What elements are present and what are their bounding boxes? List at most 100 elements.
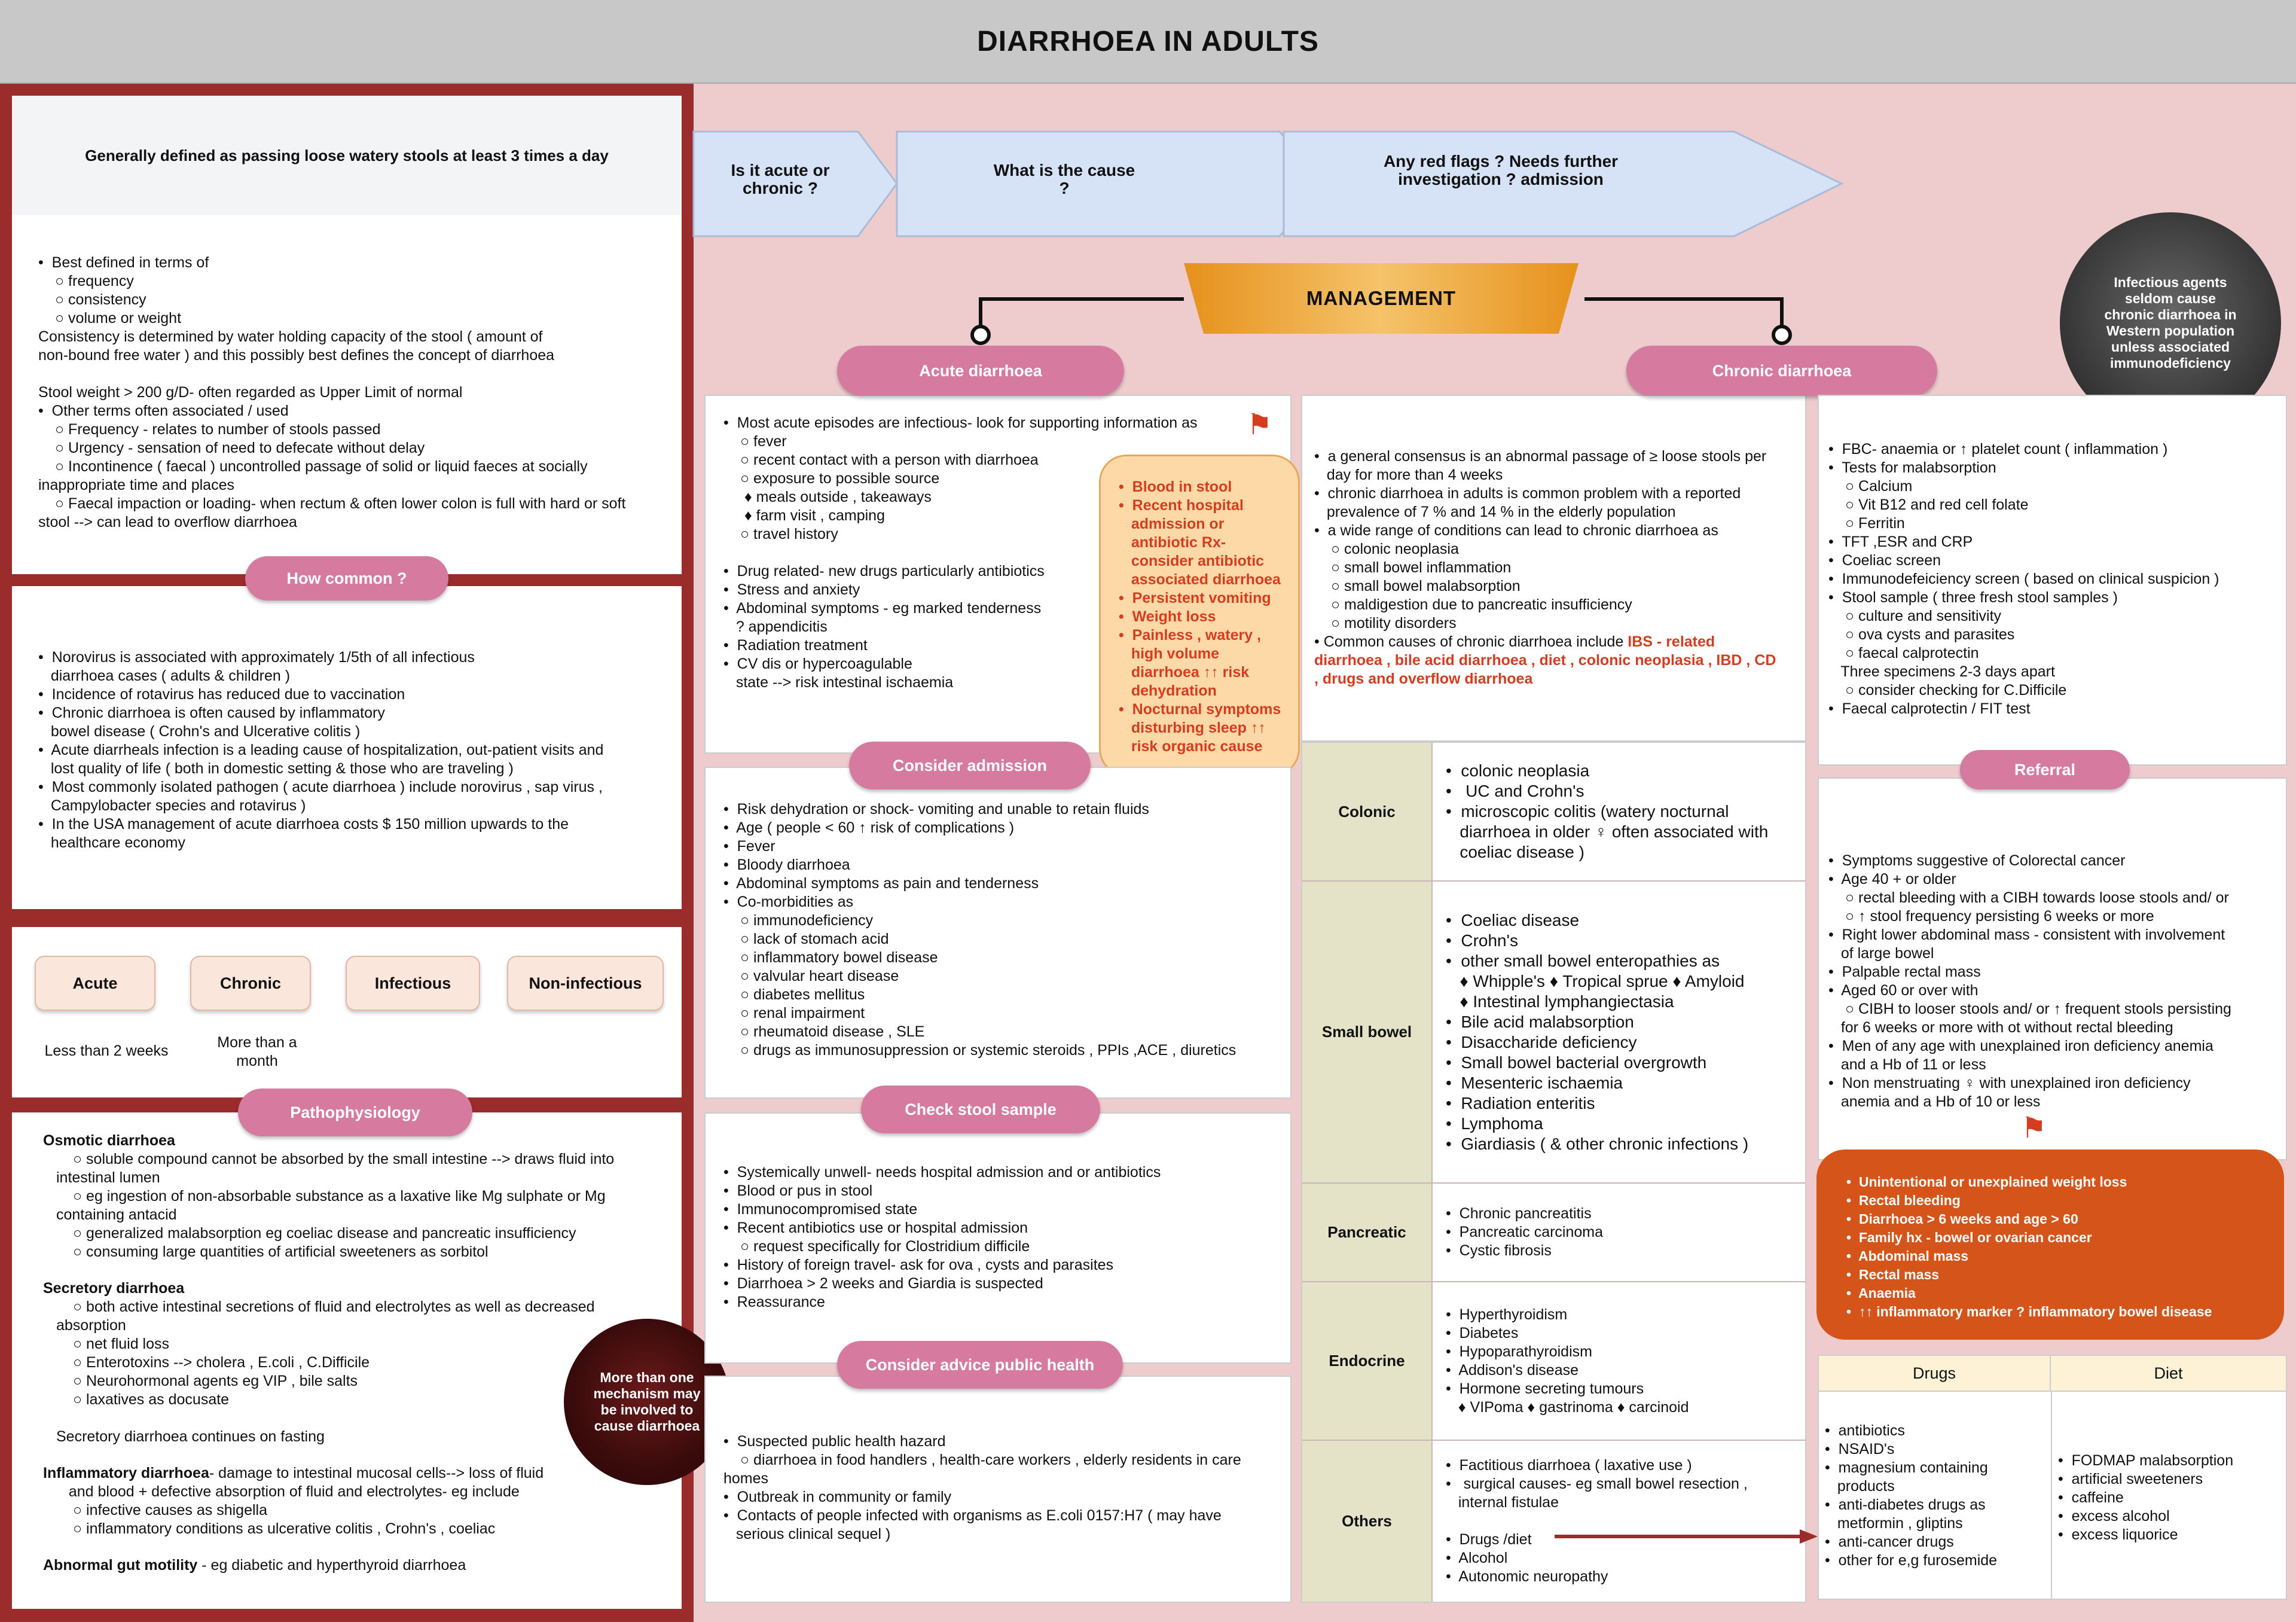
- acute-line: • CV dis or hypercoagulable: [723, 655, 912, 672]
- chronic-box: [1301, 395, 1806, 742]
- motility-heading: Abnormal gut motility - eg diabetic and …: [43, 1556, 670, 1575]
- cause-item: • Factitious diarrhoea ( laxative use ): [1446, 1457, 1692, 1474]
- how-common-card: • Norovirus is associated with approxima…: [12, 586, 682, 909]
- pathophysiology-card: Osmotic diarrhoea ○ soluble compound can…: [12, 1112, 682, 1609]
- acute-redflags-text: • Blood in stool• Recent hospital admiss…: [1119, 478, 1292, 756]
- chronic-duration-note: More than a month: [217, 1034, 297, 1069]
- referral-line: ○ ↑ stool frequency persisting 6 weeks o…: [1845, 908, 2154, 925]
- tests-line: • Coeliac screen: [1828, 552, 1941, 569]
- acute-flag-line: • Blood in stool: [1119, 478, 1232, 495]
- public-health-line: homes: [723, 1470, 769, 1487]
- acute-flag-line: high volume: [1119, 645, 1220, 662]
- tests-line: • Immunodefeiciency screen ( based on cl…: [1828, 571, 2219, 587]
- cause-list: • Factitious diarrhoea ( laxative use ) •…: [1446, 1441, 1802, 1602]
- admission-line: ○ valvular heart disease: [740, 968, 899, 984]
- chronic-line: prevalence of 7 % and 14 % in the elderl…: [1314, 504, 1676, 520]
- inflammatory-heading: Inflammatory diarrhoea- damage to intest…: [43, 1464, 670, 1483]
- cause-item: • Alcohol: [1446, 1550, 1508, 1566]
- referral-flag-line: • Unintentional or unexplained weight lo…: [1846, 1174, 2127, 1190]
- acute-line: • Radiation treatment: [723, 637, 868, 654]
- acute-flag-line: disturbing sleep ↑↑: [1119, 719, 1266, 736]
- tests-line: ○ consider checking for C.Difficile: [1845, 682, 2067, 699]
- tests-line: ○ Ferritin: [1845, 515, 1905, 532]
- motility-rest: - eg diabetic and hyperthyroid diarrhoea: [197, 1557, 466, 1574]
- tests-line: ○ culture and sensitivity: [1845, 608, 2002, 624]
- admission-line: ○ inflammatory bowel disease: [740, 949, 938, 966]
- cause-item: • other small bowel enteropathies as: [1446, 951, 1720, 970]
- drug-item: • anti-cancer drugs: [1825, 1533, 1954, 1550]
- cause-list: • Chronic pancreatitis• Pancreatic carci…: [1446, 1184, 1802, 1281]
- cause-item: • Lymphoma: [1446, 1114, 1543, 1133]
- referral-line: ○ rectal bleeding with a CIBH towards lo…: [1845, 889, 2229, 906]
- acute-line: • Drug related- new drugs particularly a…: [723, 563, 1045, 580]
- acute-line: ○ fever: [740, 433, 787, 450]
- tests-line: ○ Vit B12 and red cell folate: [1845, 496, 2029, 513]
- page-title: DIARRHOEA IN ADULTS: [0, 0, 2296, 84]
- acute-flag-line: admission or: [1119, 516, 1225, 532]
- admission-line: • Fever: [723, 838, 775, 855]
- how-common-line: bowel disease ( Crohn's and Ulcerative c…: [38, 723, 361, 740]
- drug-item: products: [1825, 1478, 1895, 1495]
- definition-line: Consistency is determined by water holdi…: [38, 328, 543, 345]
- public-health-line: ○ diarrhoea in food handlers , health-ca…: [740, 1452, 1241, 1468]
- inflammatory-rest: - damage to intestinal mucosal cells--> …: [209, 1465, 544, 1481]
- diet-list: • FODMAP malabsorption• artificial sweet…: [2058, 1452, 2285, 1544]
- definition-line: ○ Urgency - sensation of need to defecat…: [55, 440, 425, 456]
- cause-item: • Radiation enteritis: [1446, 1093, 1595, 1112]
- secretory-line: ○ both active intestinal secretions of f…: [73, 1298, 595, 1315]
- public-health-box: [704, 1376, 1292, 1603]
- cause-list: • Coeliac disease• Crohn's• other small …: [1446, 882, 1802, 1182]
- acute-line: ♦ meals outside , takeaways: [740, 489, 932, 505]
- admission-line: • Abdominal symptoms as pain and tendern…: [723, 875, 1039, 892]
- public-health-line: • Contacts of people infected with organ…: [723, 1507, 1222, 1524]
- drugs-arrow: [1555, 1529, 1818, 1544]
- acute-duration-note: Less than 2 weeks: [44, 1042, 169, 1059]
- chronic-common: • Common causes of chronic diarrhoea inc…: [1314, 633, 1805, 651]
- how-common-line: Campylobacter species and rotavirus ): [38, 797, 306, 814]
- how-common-line: • Incidence of rotavirus has reduced due…: [38, 686, 405, 703]
- admission-line: • Co-morbidities as: [723, 894, 854, 910]
- chronic-diarrhoea-label: Chronic diarrhoea: [1626, 346, 1937, 396]
- chronic-common-red3: , drugs and overflow diarrhoea: [1314, 670, 1533, 687]
- acute-flag-line: • Nocturnal symptoms: [1119, 701, 1281, 718]
- drug-item: metformin , gliptins: [1825, 1515, 1963, 1532]
- drug-item: • NSAID's: [1825, 1441, 1895, 1458]
- type-infectious-button[interactable]: Infectious: [346, 956, 480, 1011]
- stool-line: ○ request specifically for Clostridium d…: [740, 1238, 1030, 1255]
- chronic-line: • chronic diarrhoea in adults is common …: [1314, 485, 1741, 502]
- acute-line: state --> risk intestinal ischaemia: [723, 674, 954, 691]
- acute-text: • Most acute episodes are infectious- lo…: [723, 414, 1274, 692]
- how-common-line: • Most commonly isolated pathogen ( acut…: [38, 779, 603, 795]
- secretory-line: ○ Enterotoxins --> cholera , E.coli , C.…: [73, 1354, 370, 1371]
- admission-line: ○ diabetes mellitus: [740, 986, 865, 1003]
- cause-item: coeliac disease ): [1446, 843, 1584, 861]
- diet-item: • excess liquorice: [2058, 1526, 2178, 1543]
- management-connectors: [970, 297, 1792, 345]
- flow-step3-shape: [1283, 130, 1844, 237]
- admission-text: • Risk dehydration or shock- vomiting an…: [723, 800, 1274, 1060]
- secretory-line: absorption: [56, 1317, 126, 1334]
- definition-line: [38, 365, 670, 383]
- referral-flag-line: • Abdominal mass: [1846, 1248, 1969, 1264]
- cause-row: Others• Factitious diarrhoea ( laxative …: [1302, 1440, 1805, 1602]
- chronic-line: ○ motility disorders: [1331, 615, 1457, 632]
- drug-item: • anti-diabetes drugs as: [1825, 1496, 1986, 1513]
- diet-item: • excess alcohol: [2058, 1508, 2170, 1525]
- type-chronic-button[interactable]: Chronic: [190, 956, 311, 1011]
- diet-item: • caffeine: [2058, 1489, 2124, 1506]
- stool-text: • Systemically unwell- needs hospital ad…: [723, 1163, 1274, 1312]
- referral-flag-line: • Rectal bleeding: [1846, 1193, 1961, 1208]
- cause-item: • Hypoparathyroidism: [1446, 1343, 1592, 1360]
- drug-item: • other for e,g furosemide: [1825, 1552, 1998, 1569]
- referral-line: • Symptoms suggestive of Colorectal canc…: [1828, 852, 2126, 869]
- cause-item: • Disaccharide deficiency: [1446, 1032, 1637, 1051]
- referral-line: • Age 40 + or older: [1828, 871, 1956, 888]
- causes-table: Colonic• colonic neoplasia• UC and Crohn…: [1301, 742, 1806, 1603]
- secretory-line: ○ Neurohormonal agents eg VIP , bile sal…: [73, 1373, 358, 1389]
- referral-line: anemia and a Hb of 10 or less: [1828, 1093, 2041, 1110]
- type-noninfectious-button[interactable]: Non-infectious: [507, 956, 664, 1011]
- flow-step1-shape: [692, 130, 898, 237]
- type-acute-button[interactable]: Acute: [35, 956, 155, 1011]
- definition-line: Stool weight > 200 g/D- often regarded a…: [38, 384, 463, 401]
- definition-line: ○ frequency: [55, 273, 134, 289]
